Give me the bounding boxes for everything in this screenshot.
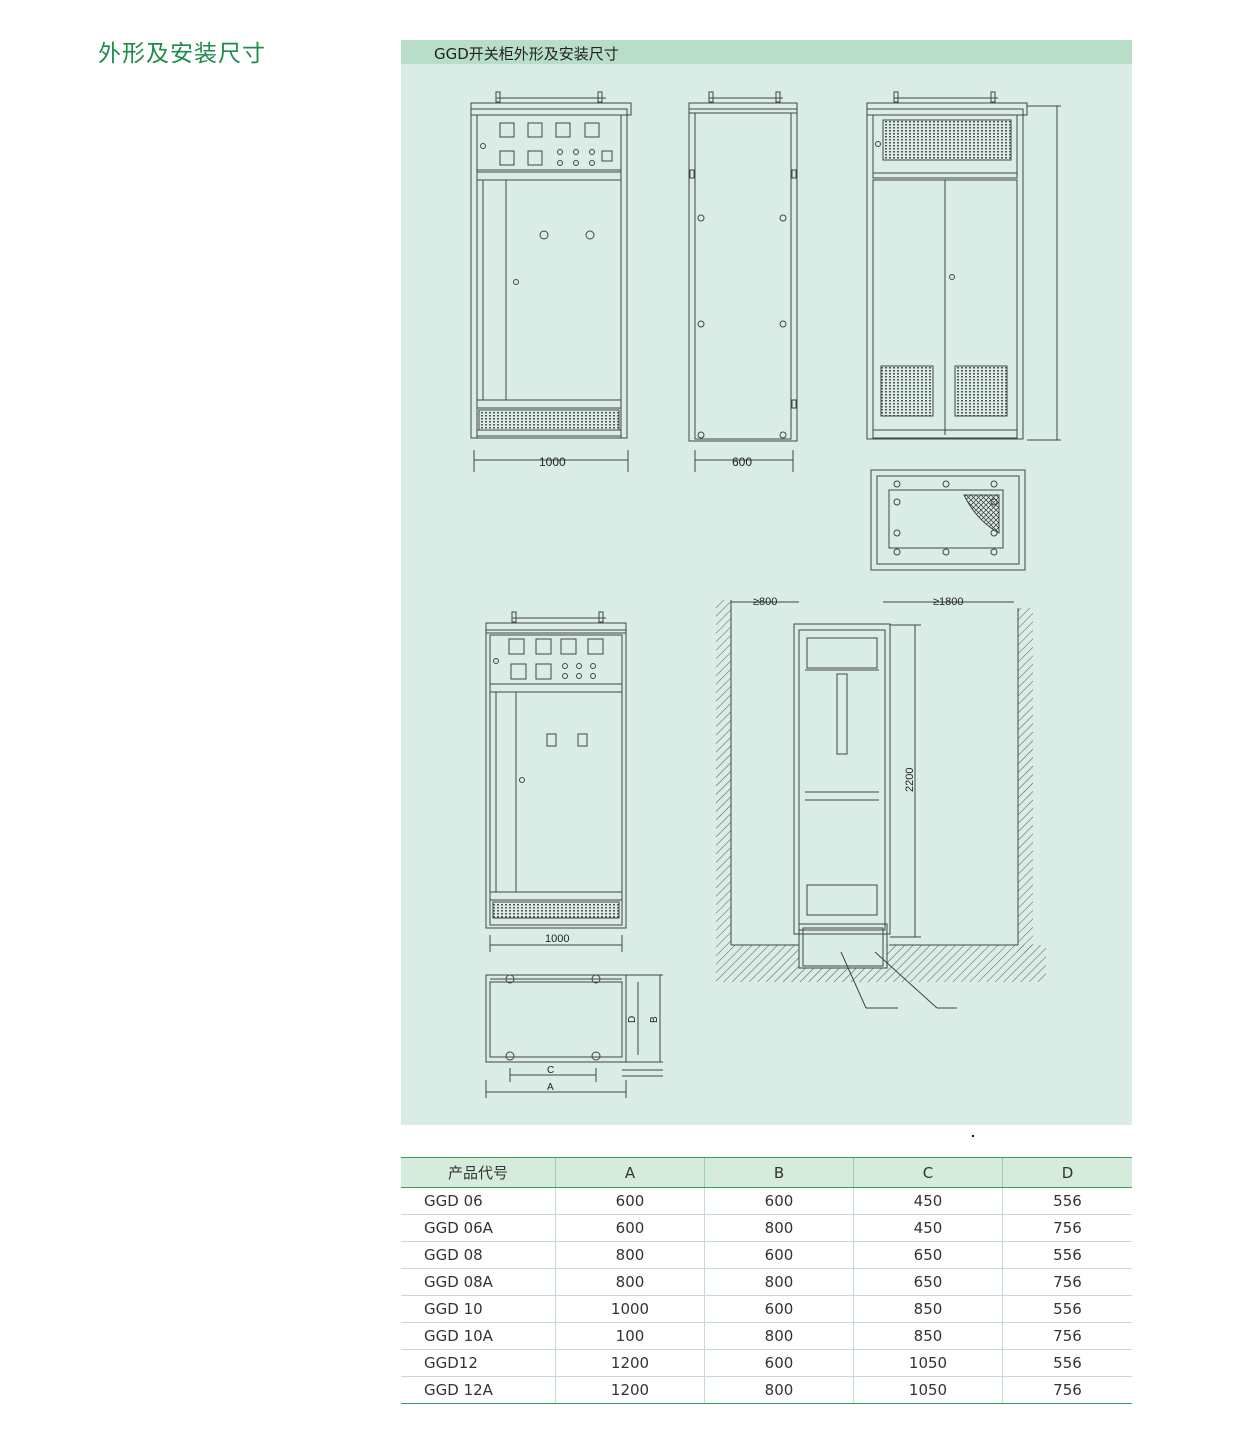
- cell-code: GGD12: [401, 1349, 556, 1377]
- cell-code: GGD 06: [401, 1187, 556, 1215]
- cell-code: GGD 10: [401, 1295, 556, 1323]
- table-row: GGD 12A 1200 800 1050 756: [401, 1376, 1132, 1404]
- cell-c: 450: [853, 1187, 1003, 1215]
- cell-c: 650: [853, 1268, 1003, 1296]
- cell-code: GGD 08A: [401, 1268, 556, 1296]
- installation-view: [716, 600, 1046, 1009]
- page-heading: 外形及安装尺寸: [98, 41, 266, 67]
- cell-b: 800: [704, 1214, 854, 1242]
- drawing-panel: GGD开关柜外形及安装尺寸: [401, 40, 1132, 1125]
- cell-a: 1200: [555, 1349, 705, 1377]
- cell-b: 600: [704, 1295, 854, 1323]
- side-view-cabinet: [688, 91, 798, 442]
- cell-d: 756: [1002, 1322, 1132, 1350]
- dim-base-d: D: [627, 1016, 638, 1023]
- dim-front-clearance: ≥800: [753, 596, 777, 608]
- cell-c: 850: [853, 1322, 1003, 1350]
- table-row: GGD 08A 800 800 650 756: [401, 1268, 1132, 1296]
- cell-b: 800: [704, 1322, 854, 1350]
- dim-front-width: 1000: [539, 455, 566, 469]
- cell-a: 100: [555, 1322, 705, 1350]
- cell-b: 800: [704, 1268, 854, 1296]
- dim-base-b: B: [649, 1016, 660, 1023]
- cell-b: 800: [704, 1376, 854, 1404]
- front-view-cabinet: [470, 91, 632, 439]
- dimension-table: 产品代号 A B C D GGD 06 600 600 450 556 GGD …: [401, 1157, 1132, 1404]
- cell-code: GGD 12A: [401, 1376, 556, 1404]
- col-header-a: A: [555, 1157, 705, 1188]
- cell-d: 556: [1002, 1349, 1132, 1377]
- dim-front2-width: 1000: [545, 933, 569, 945]
- cell-c: 1050: [853, 1376, 1003, 1404]
- cell-a: 1000: [555, 1295, 705, 1323]
- table-header-row: 产品代号 A B C D: [401, 1157, 1132, 1188]
- panel-title: GGD开关柜外形及安装尺寸: [434, 45, 619, 63]
- dim-base-c: C: [547, 1065, 554, 1076]
- dim-rear-clearance: ≥1800: [933, 596, 964, 608]
- cell-d: 556: [1002, 1241, 1132, 1269]
- col-header-c: C: [853, 1157, 1003, 1188]
- cell-code: GGD 08: [401, 1241, 556, 1269]
- cell-b: 600: [704, 1349, 854, 1377]
- col-header-b: B: [704, 1157, 854, 1188]
- front-view-cabinet-2: [485, 611, 627, 929]
- base-frame-view: [485, 974, 627, 1063]
- cell-c: 1050: [853, 1349, 1003, 1377]
- col-header-d: D: [1002, 1157, 1132, 1188]
- cell-d: 556: [1002, 1187, 1132, 1215]
- cell-d: 756: [1002, 1214, 1132, 1242]
- cell-code: GGD 06A: [401, 1214, 556, 1242]
- cell-c: 650: [853, 1241, 1003, 1269]
- table-row: GGD12 1200 600 1050 556: [401, 1349, 1132, 1377]
- cell-code: GGD 10A: [401, 1322, 556, 1350]
- dim-side-width: 600: [732, 455, 752, 469]
- speck: [972, 1135, 974, 1137]
- cell-a: 800: [555, 1268, 705, 1296]
- dim-height: 2200: [904, 768, 916, 792]
- table-row: GGD 06 600 600 450 556: [401, 1187, 1132, 1215]
- table-row: GGD 08 800 600 650 556: [401, 1241, 1132, 1269]
- cell-c: 450: [853, 1214, 1003, 1242]
- cell-a: 600: [555, 1214, 705, 1242]
- table-row: GGD 06A 600 800 450 756: [401, 1214, 1132, 1242]
- dim-base-a: A: [547, 1082, 554, 1093]
- cell-a: 600: [555, 1187, 705, 1215]
- cell-d: 556: [1002, 1295, 1132, 1323]
- cell-b: 600: [704, 1241, 854, 1269]
- cell-b: 600: [704, 1187, 854, 1215]
- cell-d: 756: [1002, 1268, 1132, 1296]
- cell-a: 800: [555, 1241, 705, 1269]
- table-row: GGD 10A 100 800 850 756: [401, 1322, 1132, 1350]
- cell-a: 1200: [555, 1376, 705, 1404]
- base-top-view: [870, 469, 1026, 571]
- cell-d: 756: [1002, 1376, 1132, 1404]
- cell-c: 850: [853, 1295, 1003, 1323]
- technical-drawing: 1000 600 1000 ≥800 ≥1800 2200 A C D B: [470, 91, 1061, 1098]
- table-row: GGD 10 1000 600 850 556: [401, 1295, 1132, 1323]
- rear-view-cabinet: [866, 91, 1028, 440]
- panel-title-bar: GGD开关柜外形及安装尺寸: [401, 40, 1132, 64]
- col-header-code: 产品代号: [401, 1157, 556, 1188]
